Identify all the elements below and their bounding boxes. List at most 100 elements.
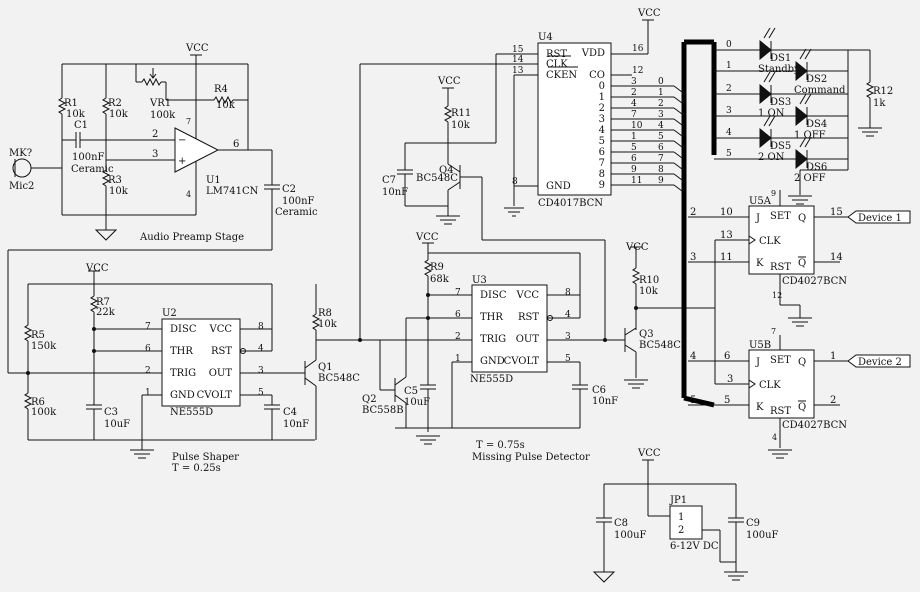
r8-value: 10k [318,319,338,330]
u4-output-net: 6 [658,143,664,153]
led-net: 3 [726,106,732,116]
c6-ref: C6 [592,385,606,396]
q1-part: BC548C [318,373,360,384]
led-label: 1 ON [758,108,785,119]
timer_u2-pin-num: 7 [145,322,151,332]
timer_u3-pin-cvolt: CVOLT [504,356,540,367]
preamp-stage: VCC R1 10k MK? Mic2 C1 100nF Ceramic R2 … [7,43,318,373]
u4-pin-num-left: 15 [512,45,524,55]
u5b-k-num: 5 [724,395,730,406]
svg-text:+: + [178,156,186,167]
c5-value: 10uF [404,397,430,408]
q1-ref: Q1 [318,362,333,373]
u5b-rst-name: RST [770,406,791,417]
jp1-ref: JP1 [669,495,687,506]
r11-value: 10k [451,120,471,131]
led-ref: DS2 [806,74,827,85]
u5a-clk-name: CLK [759,236,781,247]
timer_u3-pin-num: 6 [455,310,461,320]
led-net: 5 [726,149,732,159]
led-ref: DS6 [806,162,827,173]
u5b-rst-num: 4 [772,433,777,442]
q3-ref: Q3 [639,329,654,340]
u4-output-net: 4 [658,121,664,131]
flipflop-u5b-body [748,349,815,419]
u4-pin-num-vdd: 16 [632,44,644,54]
led-label: 2 ON [758,152,785,163]
mic-ref: MK? [9,148,32,159]
u5a-qbar-name: Q [798,258,806,269]
timer_u3-pin-thr: THR [480,312,503,323]
u4-part: CD4017BCN [538,198,603,209]
pulse-shaper-label: Pulse Shaper [172,452,239,463]
u4-output-net: 8 [658,165,664,175]
preamp-stage-label: Audio Preamp Stage [139,232,244,243]
timer_u3-pin-vcc: VCC [515,290,539,301]
u4-output-pin: 7 [631,110,637,120]
u4-output-net: 7 [658,154,664,164]
c7-value: 10nF [382,187,408,198]
led-net: 1 [726,61,732,71]
u4-output-q: 9 [599,180,605,191]
detector-period: T = 0.75s [476,440,525,451]
r3-value: 10k [109,186,129,197]
vcc-label-u4: VCC [637,8,661,19]
u5b-clk-name: CLK [759,380,781,391]
jp1-label: 6-12V DC [670,541,719,552]
u4-output-q: 4 [599,125,605,136]
q4-part: BC548C [416,173,458,184]
device-2-port [847,354,911,368]
timer-u2-body [161,318,241,407]
u5a-q-num: 15 [830,207,843,218]
jp1-pin1: 1 [678,512,684,523]
opamp-pin-minus: 2 [152,129,158,140]
r10-ref: R10 [639,275,659,286]
u4-output-pin: 9 [631,165,637,175]
r9-value: 68k [430,274,450,285]
timer_u3-pin-num: 3 [565,332,571,342]
u5a-set-num: 9 [771,189,776,198]
u4-output-pin: 6 [631,154,637,164]
microphone-symbol [12,158,32,178]
led-label: Standby [758,64,800,75]
timer_u3-pin-num: 5 [565,354,571,364]
u5a-k-num: 11 [720,252,733,263]
timer_u2-pin-num: 6 [145,344,151,354]
u5a-set-name: SET [770,211,791,222]
timer_u3-pin-num: 7 [455,288,461,298]
mic-name: Mic2 [9,181,34,192]
led-label: Command [794,85,846,96]
r7-value: 22k [96,307,116,318]
pulse-shaper-stage: VCC R5 150k R6 100k R7 22k C3 10uF U2 [8,263,360,474]
u5b-qbar-num: 2 [830,395,836,406]
c3-value: 10uF [104,419,130,430]
vcc-label-detector: VCC [415,232,439,243]
vcc-label: VCC [185,43,209,54]
u4-ref: U4 [538,32,553,43]
u5a-ref: U5A [749,196,772,207]
missing-pulse-detector-stage: VCC R9 68k C5 10uF Q2 BC558B U3 NE555D [358,63,715,463]
c2-ref: C2 [282,184,296,195]
led-label: 1 OFF [794,130,826,141]
u4-output-net: 9 [658,176,664,186]
timer_u2-pin-vcc: VCC [208,324,232,335]
vcc-label-q4: VCC [437,76,461,87]
led-ref: DS3 [770,97,791,108]
r6-value: 100k [31,407,57,418]
q4-ref: Q4 [439,165,454,176]
u5a-rst-num: 12 [772,291,782,300]
u4-pin-rst: RST [546,49,567,60]
u5b-j-net: 4 [690,351,696,362]
timer_u2-pin-num: 2 [145,366,151,376]
counter-u4-body [537,42,612,196]
u4-pin-co: CO [589,70,605,81]
u4-output-pin: 10 [631,121,643,131]
vcc-label-q3: VCC [625,242,649,253]
opamp-part: LM741CN [206,186,259,197]
timer_u3-pin-out: OUT [516,334,540,345]
